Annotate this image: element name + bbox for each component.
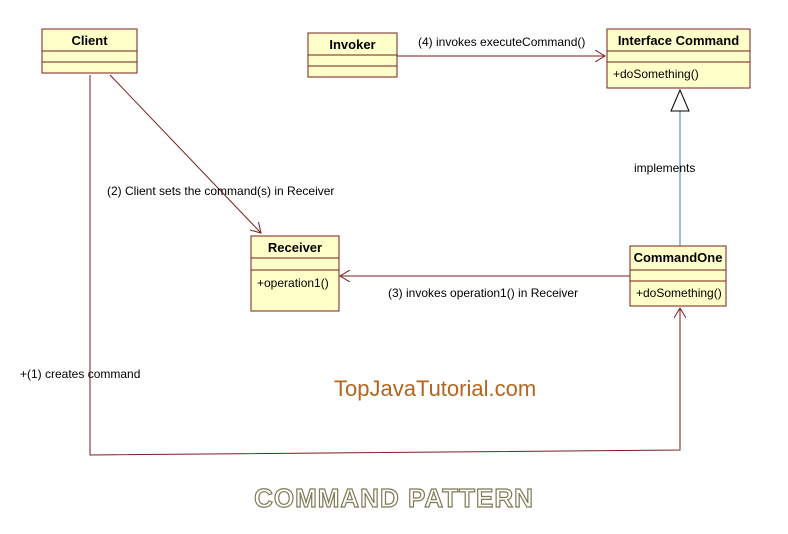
client-class-name: Client (71, 33, 108, 48)
implements-label: implements (634, 161, 695, 175)
commandone-class[interactable]: CommandOne +doSomething() (629, 245, 727, 307)
creates-command-connector (89, 75, 680, 456)
interface-command-class[interactable]: Interface Command +doSomething() (606, 28, 751, 89)
client-class[interactable]: Client (41, 28, 138, 74)
invokes-operation1-label: (3) invokes operation1() in Receiver (388, 286, 578, 300)
client-sets-command-label: (2) Client sets the command(s) in Receiv… (107, 184, 334, 198)
invoker-class-name: Invoker (329, 37, 375, 52)
commandone-method: +doSomething() (636, 286, 722, 300)
invokes-execute-command-label: (4) invokes executeCommand() (418, 35, 585, 49)
receiver-method: +operation1() (257, 276, 329, 290)
interface-command-method: +doSomething() (613, 67, 699, 81)
receiver-class-name: Receiver (268, 240, 322, 255)
watermark-text: TopJavaTutorial.com (334, 376, 536, 401)
creates-command-label: +(1) creates command (20, 367, 140, 381)
client-sets-command-connector (109, 74, 261, 233)
invoker-class[interactable]: Invoker (307, 32, 398, 78)
receiver-class[interactable]: Receiver +operation1() (250, 235, 340, 312)
commandone-class-name: CommandOne (634, 250, 723, 265)
interface-command-class-name: Interface Command (618, 33, 739, 48)
diagram-title: COMMAND PATTERN (254, 483, 534, 513)
realization-triangle (670, 88, 690, 112)
